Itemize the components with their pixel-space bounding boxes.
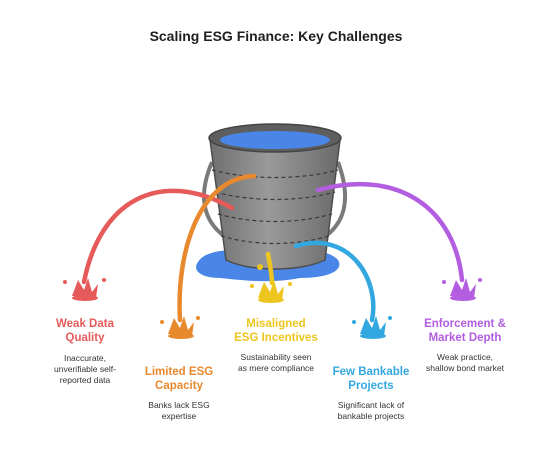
challenge-label-line: Misaligned xyxy=(246,318,306,330)
challenge-label-line: Projects xyxy=(348,380,394,392)
challenge-desc-line: shallow bond market xyxy=(426,363,504,373)
challenge-desc-line: expertise xyxy=(161,411,197,421)
splash-blue xyxy=(352,316,392,339)
challenge-desc-line: bankable projects xyxy=(337,411,405,421)
challenge-desc-line: unverifiable self- xyxy=(54,364,116,374)
challenge-label-enforcement: Enforcement & Market Depth xyxy=(408,317,522,345)
challenge-label-line: Market Depth xyxy=(428,332,502,344)
bucket-body xyxy=(209,139,341,270)
challenge-label-line: Enforcement & xyxy=(424,318,506,330)
challenge-desc-line: Banks lack ESG xyxy=(148,400,210,410)
leak-drop-yellow xyxy=(257,264,263,270)
challenge-desc-line: Significant lack of xyxy=(337,400,405,410)
challenge-desc-line: as mere compliance xyxy=(237,363,315,373)
splash-yellow xyxy=(250,280,292,303)
splash-orange xyxy=(160,316,200,339)
challenge-label-weak-data: Weak Data Quality xyxy=(30,317,140,345)
challenge-label-limited-capacity: Limited ESG Capacity xyxy=(124,365,234,393)
challenge-label-line: ESG Incentives xyxy=(234,332,318,344)
challenge-label-line: Weak Data xyxy=(56,318,114,330)
splash-red xyxy=(63,278,106,301)
challenge-desc-misaligned-incentives: Sustainability seen as mere compliance xyxy=(216,352,336,374)
leak-stream-yellow xyxy=(265,251,275,286)
challenge-desc-few-bankable: Significant lack of bankable projects xyxy=(316,400,426,422)
challenge-desc-weak-data: Inaccurate, unverifiable self- reported … xyxy=(30,353,140,386)
challenge-label-misaligned-incentives: Misaligned ESG Incentives xyxy=(216,317,336,345)
water-drop xyxy=(210,255,222,261)
challenge-desc-limited-capacity: Banks lack ESG expertise xyxy=(124,400,234,422)
challenge-label-few-bankable: Few Bankable Projects xyxy=(316,365,426,393)
challenge-label-line: Limited ESG xyxy=(144,366,214,378)
challenge-desc-enforcement: Weak practice, shallow bond market xyxy=(408,352,522,374)
bucket-water xyxy=(220,131,330,149)
challenge-label-line: Capacity xyxy=(155,380,203,392)
challenge-desc-line: reported data xyxy=(59,375,111,385)
leak-stream-red xyxy=(81,188,235,285)
challenge-desc-line: Weak practice, xyxy=(436,352,494,362)
challenge-label-line: Quality xyxy=(65,332,105,344)
leak-stream-orange xyxy=(177,173,257,323)
challenge-desc-line: Inaccurate, xyxy=(63,353,107,363)
leak-stream-purple xyxy=(315,181,465,283)
challenge-label-line: Few Bankable xyxy=(332,366,410,378)
diagram-title: Scaling ESG Finance: Key Challenges xyxy=(149,28,403,44)
leak-stream-blue xyxy=(293,240,376,323)
challenge-desc-line: Sustainability seen xyxy=(240,352,312,362)
splash-purple xyxy=(442,278,482,301)
